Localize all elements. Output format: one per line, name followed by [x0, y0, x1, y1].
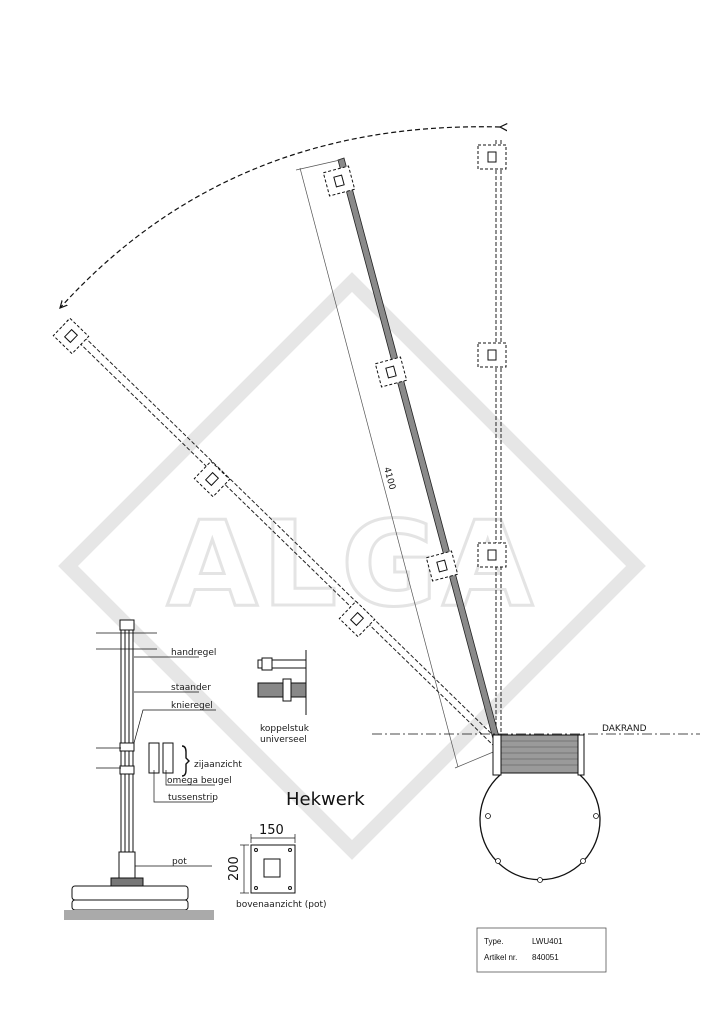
- label-pot: pot: [172, 857, 187, 867]
- label-tussenstrip: tussenstrip: [168, 793, 218, 803]
- fence-folded: [61, 319, 502, 749]
- omega-sideview: [148, 742, 174, 774]
- tb-type-value: LWU401: [532, 937, 563, 946]
- tb-art-label: Artikel nr.: [484, 953, 517, 962]
- vertical-brackets: [477, 144, 507, 568]
- label-omega: omega beugel: [167, 776, 232, 786]
- dimension-length: [295, 159, 499, 769]
- koppelstuk-label-2: universeel: [260, 735, 307, 745]
- koppelstuk-detail: [257, 650, 307, 715]
- pot-circle: [479, 774, 601, 881]
- topview-dimensions: [240, 834, 296, 894]
- roof-edge-block: [492, 734, 585, 776]
- dimension-height-label: 200: [227, 856, 242, 881]
- pot-topview: [250, 844, 296, 894]
- dakrand-label: DAKRAND: [602, 724, 647, 734]
- zijaanzicht-brace: [181, 745, 190, 777]
- folded-brackets: [52, 317, 376, 638]
- label-zijaanzicht: zijaanzicht: [194, 760, 242, 770]
- label-handregel: handregel: [171, 648, 216, 658]
- angled-brackets: [322, 165, 459, 582]
- tb-art-value: 840051: [532, 953, 559, 962]
- post-elevation: [64, 619, 214, 920]
- title-block: Type. LWU401 Artikel nr. 840051: [476, 927, 607, 973]
- label-knieregel: knieregel: [171, 701, 213, 711]
- label-staander: staander: [171, 683, 211, 693]
- watermark: ALGA: [58, 272, 646, 860]
- dimension-length-label: 4100: [381, 466, 397, 491]
- pot-bolts: [485, 813, 599, 883]
- dimension-width-label: 150: [259, 823, 284, 838]
- label-bovenaanzicht: bovenaanzicht (pot): [236, 900, 327, 910]
- fence-vertical: [495, 140, 502, 745]
- swing-arc: [60, 127, 500, 308]
- leader-lines: [133, 656, 216, 867]
- fence-angled: [337, 157, 503, 751]
- koppelstuk-label-1: koppelstuk: [260, 724, 310, 734]
- tb-type-label: Type.: [484, 937, 504, 946]
- rail-lines: [96, 632, 157, 769]
- drawing-title: Hekwerk: [286, 789, 365, 810]
